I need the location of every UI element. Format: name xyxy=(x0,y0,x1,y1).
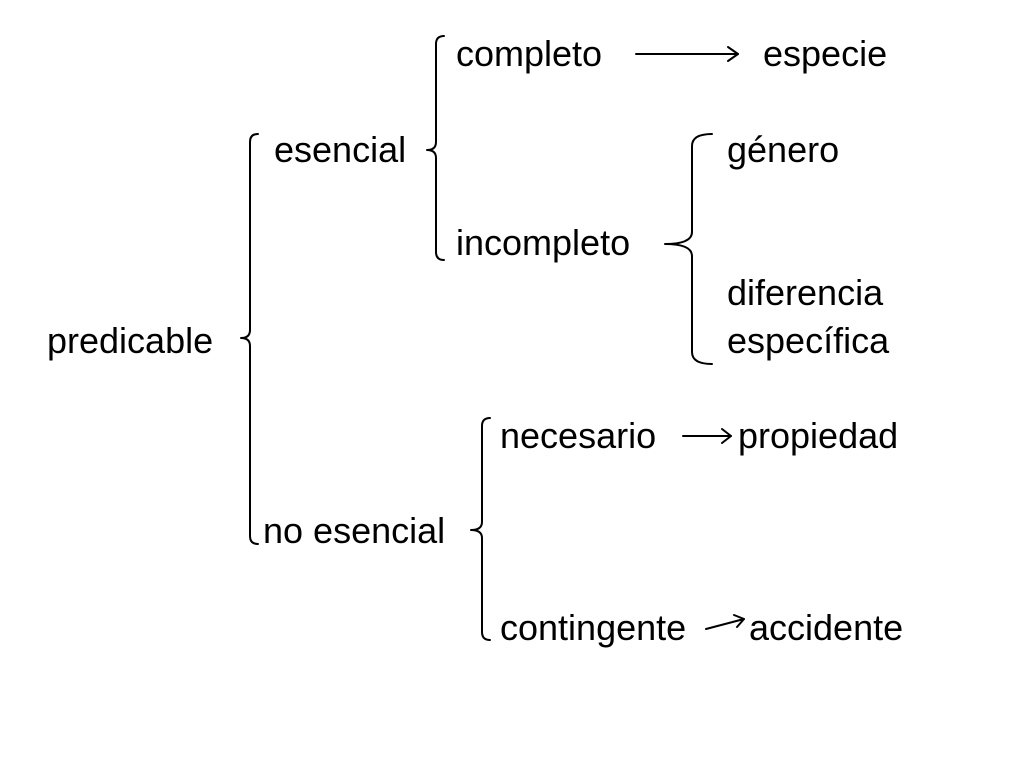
node-completo: completo xyxy=(456,33,602,74)
node-especie: especie xyxy=(763,33,887,74)
node-no-esencial: no esencial xyxy=(263,510,445,551)
node-especifica: específica xyxy=(727,320,890,361)
bracket-no-esencial xyxy=(470,417,491,641)
node-esencial: esencial xyxy=(274,129,406,170)
node-accidente: accidente xyxy=(749,607,903,648)
node-contingente: contingente xyxy=(500,607,686,648)
node-predicable: predicable xyxy=(47,320,213,361)
node-incompleto: incompleto xyxy=(456,222,630,263)
bracket-predicable xyxy=(240,133,259,545)
arrow-contingente-accidente xyxy=(705,614,745,630)
node-genero: género xyxy=(727,129,839,170)
arrow-necesario-propiedad xyxy=(682,428,732,444)
bracket-incompleto xyxy=(664,133,713,365)
arrow-completo-especie xyxy=(635,46,739,62)
node-necesario: necesario xyxy=(500,415,656,456)
node-diferencia: diferencia xyxy=(727,272,884,313)
node-propiedad: propiedad xyxy=(738,415,898,456)
bracket-esencial xyxy=(426,35,445,261)
